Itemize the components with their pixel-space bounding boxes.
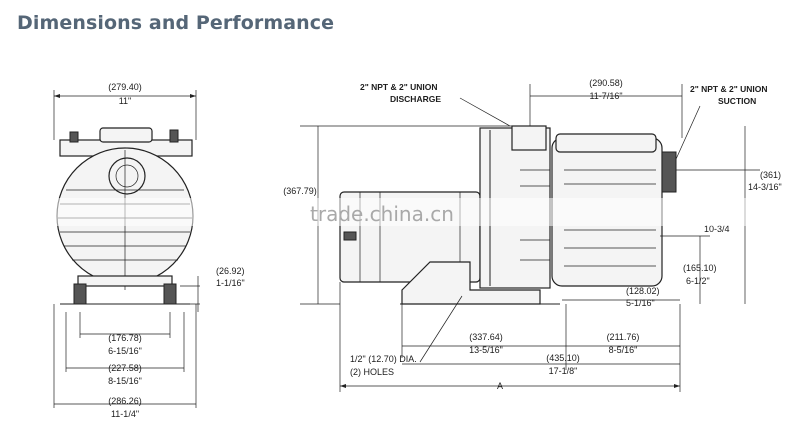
total-height-mm: (367.79) — [283, 186, 317, 196]
front-offset-in: 8-5/16" — [609, 345, 638, 355]
strainer-width-mm: (290.58) — [589, 78, 623, 88]
page-title: Dimensions and Performance — [17, 12, 335, 34]
suction-height-in: 14-3/16" — [748, 182, 782, 192]
partial-right-dim: 10-3/4 — [704, 224, 730, 234]
center-height-mm: (165.10) — [683, 263, 717, 273]
base-width-mm: (286.26) — [108, 396, 142, 406]
base-length-in: 17-1/8" — [549, 366, 578, 376]
watermark-text: trade.china.cn — [310, 202, 454, 226]
suction-label-line1: 2" NPT & 2" UNION — [690, 84, 768, 94]
motor-mount-mm: (337.64) — [469, 332, 503, 342]
suction-height-mm: (361) — [760, 170, 781, 180]
watermark-band — [0, 198, 800, 226]
strainer-width-in: 11-7/16" — [589, 91, 622, 101]
holes-diameter: 1/2" (12.70) DIA. — [350, 354, 417, 364]
outer-mount-in: 8-15/16" — [108, 376, 142, 386]
motor-mount-in: 13-5/16" — [469, 345, 503, 355]
front-width-in: 11" — [119, 96, 132, 106]
foot-offset-mm: (128.02) — [626, 286, 660, 296]
front-base — [77, 275, 173, 287]
strainer-lid — [555, 133, 657, 153]
suction-port — [108, 157, 146, 195]
overall-length-label: A — [497, 381, 503, 391]
discharge-label-line2: DISCHARGE — [390, 94, 441, 104]
foot-height-in: 1-1/16" — [216, 278, 245, 288]
lid-knob — [99, 127, 153, 143]
center-height-in: 6-1/2" — [686, 276, 710, 286]
side-view: 2" NPT & 2" UNION DISCHARGE 2" NPT & 2" … — [283, 78, 782, 392]
front-offset-mm: (211.76) — [607, 332, 640, 342]
inner-mount-in: 6-15/16" — [108, 346, 142, 356]
inner-mount-mm: (176.78) — [108, 333, 142, 343]
base-length-mm: (435.10) — [546, 353, 580, 363]
front-width-mm: (279.40) — [108, 82, 142, 92]
discharge-label-line1: 2" NPT & 2" UNION — [360, 82, 438, 92]
holes-count: (2) HOLES — [350, 367, 394, 377]
base-width-in: 11-1/4" — [111, 409, 139, 419]
outer-mount-mm: (227.58) — [108, 363, 142, 373]
discharge-port — [511, 125, 547, 151]
suction-union — [661, 151, 677, 193]
foot-height-mm: (26.92) — [216, 266, 245, 276]
front-view: (279.40) 11" (26.92) 1-1/16" (176. — [53, 82, 245, 419]
suction-label-line2: SUCTION — [718, 96, 756, 106]
foot-offset-in: 5-1/16" — [626, 298, 655, 308]
